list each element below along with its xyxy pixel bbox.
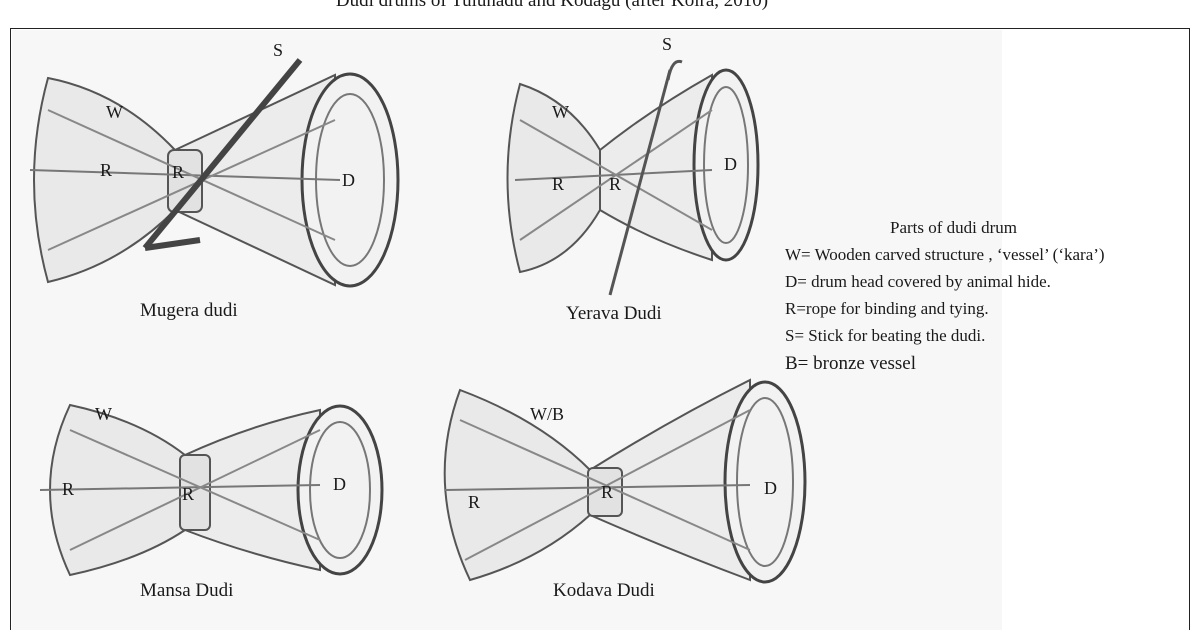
figure-frame (10, 28, 1190, 630)
label-r: R (468, 492, 480, 512)
label-d: D (342, 170, 355, 190)
label-r: R (100, 160, 112, 180)
label-w: W (106, 102, 123, 122)
label-s: S (662, 34, 672, 54)
caption-mugera: Mugera dudi (140, 300, 238, 321)
drum-yerava (506, 59, 760, 296)
legend-item-s: S= Stick for beating the dudi. (785, 326, 986, 345)
label-d: D (764, 478, 777, 498)
label-s: S (273, 40, 283, 60)
legend-item-w: W= Wooden carved structure , ‘vessel’ (‘… (785, 245, 1105, 264)
figure-title: Dudi drums of Tulunadu and Kodagu (after… (335, 0, 769, 11)
label-w: W (552, 102, 569, 122)
label-d: D (724, 154, 737, 174)
legend: Parts of dudi drum W= Wooden carved stru… (785, 218, 1105, 382)
label-w: W (95, 404, 112, 424)
caption-mansa: Mansa Dudi (140, 580, 234, 601)
legend-item-b: B= bronze vessel (785, 353, 917, 374)
caption-yerava: Yerava Dudi (566, 303, 662, 324)
label-wb: W/B (530, 404, 564, 424)
label-r: R (609, 174, 621, 194)
label-r: R (62, 479, 74, 499)
drum-mansa (39, 403, 384, 577)
legend-item-r: R=rope for binding and tying. (785, 299, 989, 318)
label-r: R (601, 482, 613, 502)
label-d: D (333, 474, 346, 494)
label-r: R (552, 174, 564, 194)
label-r: R (182, 484, 194, 504)
caption-kodava: Kodava Dudi (553, 580, 655, 601)
drum-kodava (443, 378, 807, 584)
legend-item-d: D= drum head covered by animal hide. (785, 272, 1051, 291)
legend-heading: Parts of dudi drum (890, 218, 1018, 237)
drum-mugera (29, 58, 400, 288)
label-r: R (172, 162, 184, 182)
